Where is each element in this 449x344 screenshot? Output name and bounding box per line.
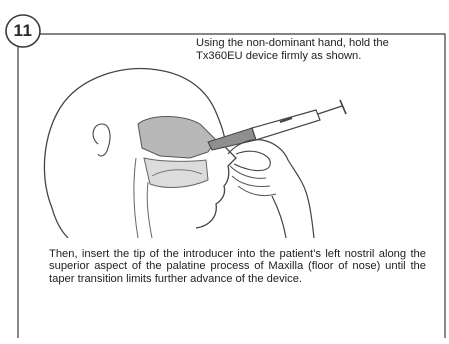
ear-outline xyxy=(93,124,110,156)
nasal-cavity-region xyxy=(138,117,216,159)
throat-passage-rear xyxy=(134,158,138,238)
step-number-badge: 11 xyxy=(7,17,39,45)
head-sagittal-nasal-device-illustration xyxy=(40,58,360,238)
throat-passage xyxy=(147,182,152,238)
syringe-plunger xyxy=(318,106,342,114)
thumb-outline xyxy=(234,151,270,170)
instruction-insert-introducer: Then, insert the tip of the introducer i… xyxy=(49,248,426,285)
neck-outline xyxy=(52,208,68,238)
hand-outline xyxy=(228,140,314,238)
syringe-barrel xyxy=(252,110,320,140)
wrist-outline xyxy=(272,196,286,238)
